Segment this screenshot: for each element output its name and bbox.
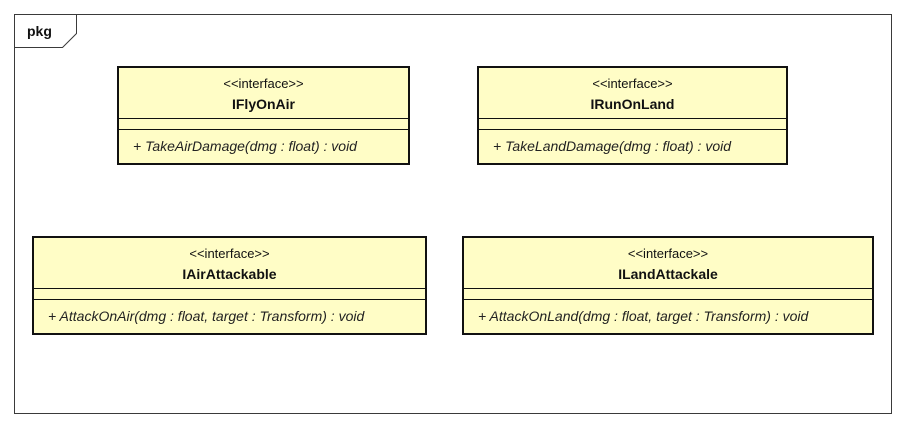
interface-header: <<interface>> IFlyOnAir: [119, 68, 408, 118]
interface-name: IRunOnLand: [590, 96, 675, 112]
attributes-compartment: [119, 118, 408, 130]
attributes-compartment: [464, 288, 872, 300]
interface-irun-on-land[interactable]: <<interface>> IRunOnLand + TakeLandDamag…: [477, 66, 788, 165]
operation: + AttackOnLand(dmg : float, target : Tra…: [478, 308, 809, 324]
interface-name: IAirAttackable: [182, 266, 277, 282]
interface-name: ILandAttackale: [618, 266, 718, 282]
attributes-compartment: [34, 288, 425, 300]
package-tab: pkg: [14, 14, 78, 48]
stereotype-label: <<interface>>: [592, 76, 673, 91]
operation: + TakeAirDamage(dmg : float) : void: [133, 138, 357, 154]
operation: + AttackOnAir(dmg : float, target : Tran…: [48, 308, 365, 324]
interface-iland-attackale[interactable]: <<interface>> ILandAttackale + AttackOnL…: [462, 236, 874, 335]
interface-name: IFlyOnAir: [231, 96, 295, 112]
interface-header: <<interface>> ILandAttackale: [464, 238, 872, 288]
stereotype-label: <<interface>>: [627, 246, 709, 261]
interface-iair-attackable[interactable]: <<interface>> IAirAttackable + AttackOnA…: [32, 236, 427, 335]
operation: + TakeLandDamage(dmg : float) : void: [493, 138, 732, 154]
stereotype-label: <<interface>>: [189, 246, 270, 261]
stereotype-label: <<interface>>: [223, 76, 304, 91]
interface-ifly-on-air[interactable]: <<interface>> IFlyOnAir + TakeAirDamage(…: [117, 66, 410, 165]
interface-header: <<interface>> IAirAttackable: [34, 238, 425, 288]
attributes-compartment: [479, 118, 786, 130]
interface-header: <<interface>> IRunOnLand: [479, 68, 786, 118]
package-tab-outline: [14, 14, 77, 48]
package-label: pkg: [27, 23, 52, 39]
package-frame: [14, 14, 892, 414]
